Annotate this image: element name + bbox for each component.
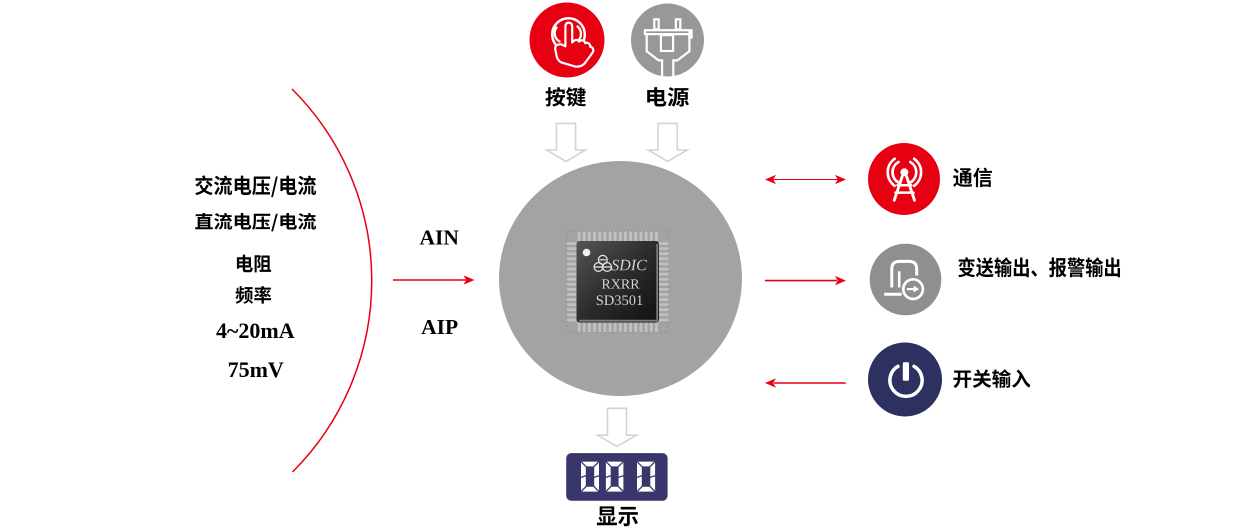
- svg-text:4~20mA: 4~20mA: [216, 318, 295, 343]
- svg-text:75mV: 75mV: [228, 357, 284, 382]
- svg-text:AIP: AIP: [421, 315, 458, 339]
- svg-text:AIN: AIN: [419, 226, 459, 250]
